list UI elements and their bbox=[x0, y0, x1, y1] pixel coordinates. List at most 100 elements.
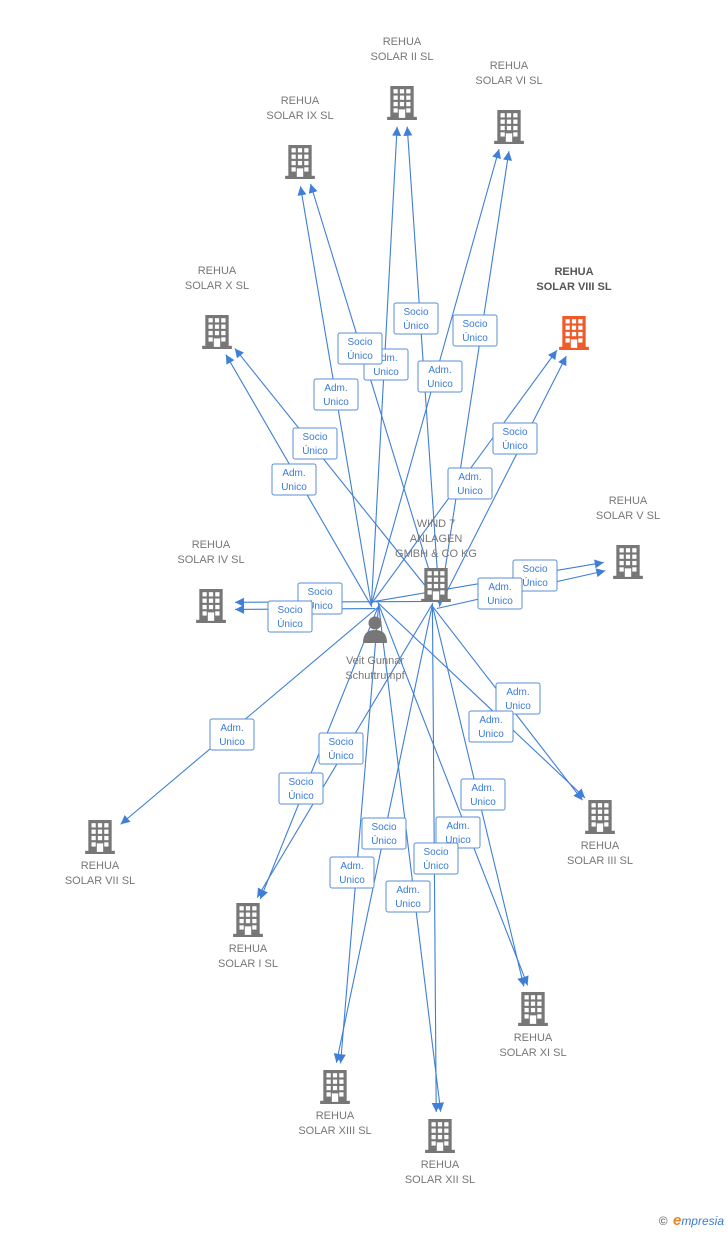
copyright-symbol: © bbox=[658, 1214, 668, 1228]
edge-veit-s12 bbox=[378, 604, 442, 1112]
arrowhead-wind-s13 bbox=[333, 1053, 343, 1063]
relation-label-line1: Adm. bbox=[458, 472, 481, 483]
relation-label: Adm.Unico bbox=[329, 856, 375, 889]
building-icon bbox=[202, 315, 232, 349]
arrowhead-wind-s12 bbox=[431, 1102, 441, 1113]
relation-label-line2: Único bbox=[403, 319, 429, 332]
node-label: GMBH & CO KG bbox=[395, 548, 477, 560]
relation-label-line2: Unico bbox=[373, 367, 399, 378]
relation-label-line1: Socio bbox=[347, 337, 372, 348]
node-label: REHUA bbox=[421, 1159, 460, 1171]
relation-label-line2: Único bbox=[302, 444, 328, 457]
relation-label-line1: Socio bbox=[277, 605, 302, 616]
node-label: SOLAR X SL bbox=[185, 280, 249, 292]
node-label: SOLAR XII SL bbox=[405, 1174, 475, 1186]
node-s4[interactable]: REHUA SOLAR IV SL bbox=[177, 539, 245, 623]
node-label: REHUA bbox=[383, 36, 422, 48]
node-label: REHUA bbox=[581, 840, 620, 852]
relation-label-line1: Adm. bbox=[428, 365, 451, 376]
arrowhead-veit-s8 bbox=[547, 350, 557, 361]
node-s12[interactable]: REHUA SOLAR XII SL bbox=[405, 1119, 475, 1186]
arrowhead-veit-s4 bbox=[235, 604, 245, 614]
building-icon bbox=[233, 903, 263, 937]
relation-label: Adm.Unico bbox=[417, 360, 463, 393]
arrowhead-wind-s8 bbox=[558, 356, 567, 367]
node-label: REHUA bbox=[81, 860, 120, 872]
relation-label: Adm.Unico bbox=[468, 710, 514, 743]
relation-label-line1: Adm. bbox=[446, 821, 469, 832]
node-s1[interactable]: REHUA SOLAR I SL bbox=[218, 903, 278, 970]
node-label: REHUA bbox=[316, 1110, 355, 1122]
relation-label-line1: Adm. bbox=[324, 383, 347, 394]
person-icon bbox=[363, 616, 387, 643]
building-icon bbox=[85, 820, 115, 854]
edge-veit-s3 bbox=[377, 601, 586, 799]
node-s13[interactable]: REHUA SOLAR XIII SL bbox=[298, 1070, 372, 1137]
arrowhead-wind-s5 bbox=[595, 568, 606, 578]
node-label: WIND 7 bbox=[417, 518, 456, 530]
node-label: SOLAR XIII SL bbox=[298, 1125, 371, 1137]
building-icon bbox=[320, 1070, 350, 1104]
node-label: REHUA bbox=[192, 539, 231, 551]
relation-label-line1: Socio bbox=[403, 307, 428, 318]
building-icon bbox=[585, 800, 615, 834]
node-label: SOLAR VI SL bbox=[475, 75, 542, 87]
node-label: REHUA bbox=[609, 495, 648, 507]
relation-label-line1: Socio bbox=[307, 587, 332, 598]
relation-label-line2: Unico bbox=[395, 899, 421, 910]
footer-brand[interactable]: © empresia bbox=[659, 1212, 724, 1229]
relation-label-line1: Adm. bbox=[506, 687, 529, 698]
node-label: SOLAR I SL bbox=[218, 958, 278, 970]
edge-wind-s10 bbox=[234, 348, 440, 604]
relation-label-line2: Único bbox=[347, 349, 373, 362]
node-label: SOLAR IV SL bbox=[177, 554, 244, 566]
node-label: REHUA bbox=[229, 943, 268, 955]
relation-label: Adm.Unico bbox=[385, 880, 431, 913]
node-s2[interactable]: REHUA SOLAR II SL bbox=[371, 36, 434, 120]
relation-label: Adm.Unico bbox=[209, 718, 255, 751]
relation-label-line2: Unico bbox=[478, 729, 504, 740]
relation-label: Adm.Unico bbox=[313, 378, 359, 411]
arrowhead-wind-s2 bbox=[403, 126, 413, 136]
building-icon bbox=[387, 86, 417, 120]
edges bbox=[120, 126, 606, 1113]
building-icon bbox=[425, 1119, 455, 1153]
relation-label-line1: Socio bbox=[522, 564, 547, 575]
edge-veit-s11 bbox=[377, 603, 529, 986]
relation-label: Adm.Unico bbox=[460, 778, 506, 811]
relation-label-line2: Único bbox=[288, 789, 314, 802]
arrowhead-veit-s7 bbox=[120, 815, 131, 825]
relation-label-line1: Socio bbox=[502, 427, 527, 438]
relation-label: Adm.Unico bbox=[477, 577, 523, 610]
node-label: REHUA bbox=[554, 266, 593, 278]
relation-label-line2: Único bbox=[371, 834, 397, 847]
edge-wind-s8 bbox=[438, 355, 567, 607]
arrowhead-veit-s9 bbox=[297, 186, 307, 196]
relation-label-line2: Unico bbox=[487, 596, 513, 607]
building-icon bbox=[518, 992, 548, 1026]
arrowhead-wind-s9 bbox=[308, 183, 318, 194]
relation-label: Adm.Unico bbox=[447, 467, 493, 500]
node-label: SOLAR II SL bbox=[371, 51, 434, 63]
relation-label-line1: Socio bbox=[371, 822, 396, 833]
building-icon bbox=[494, 110, 524, 144]
relation-label-line1: Socio bbox=[462, 319, 487, 330]
edge-wind-s9 bbox=[309, 183, 440, 605]
edge-veit-s13 bbox=[340, 605, 380, 1064]
